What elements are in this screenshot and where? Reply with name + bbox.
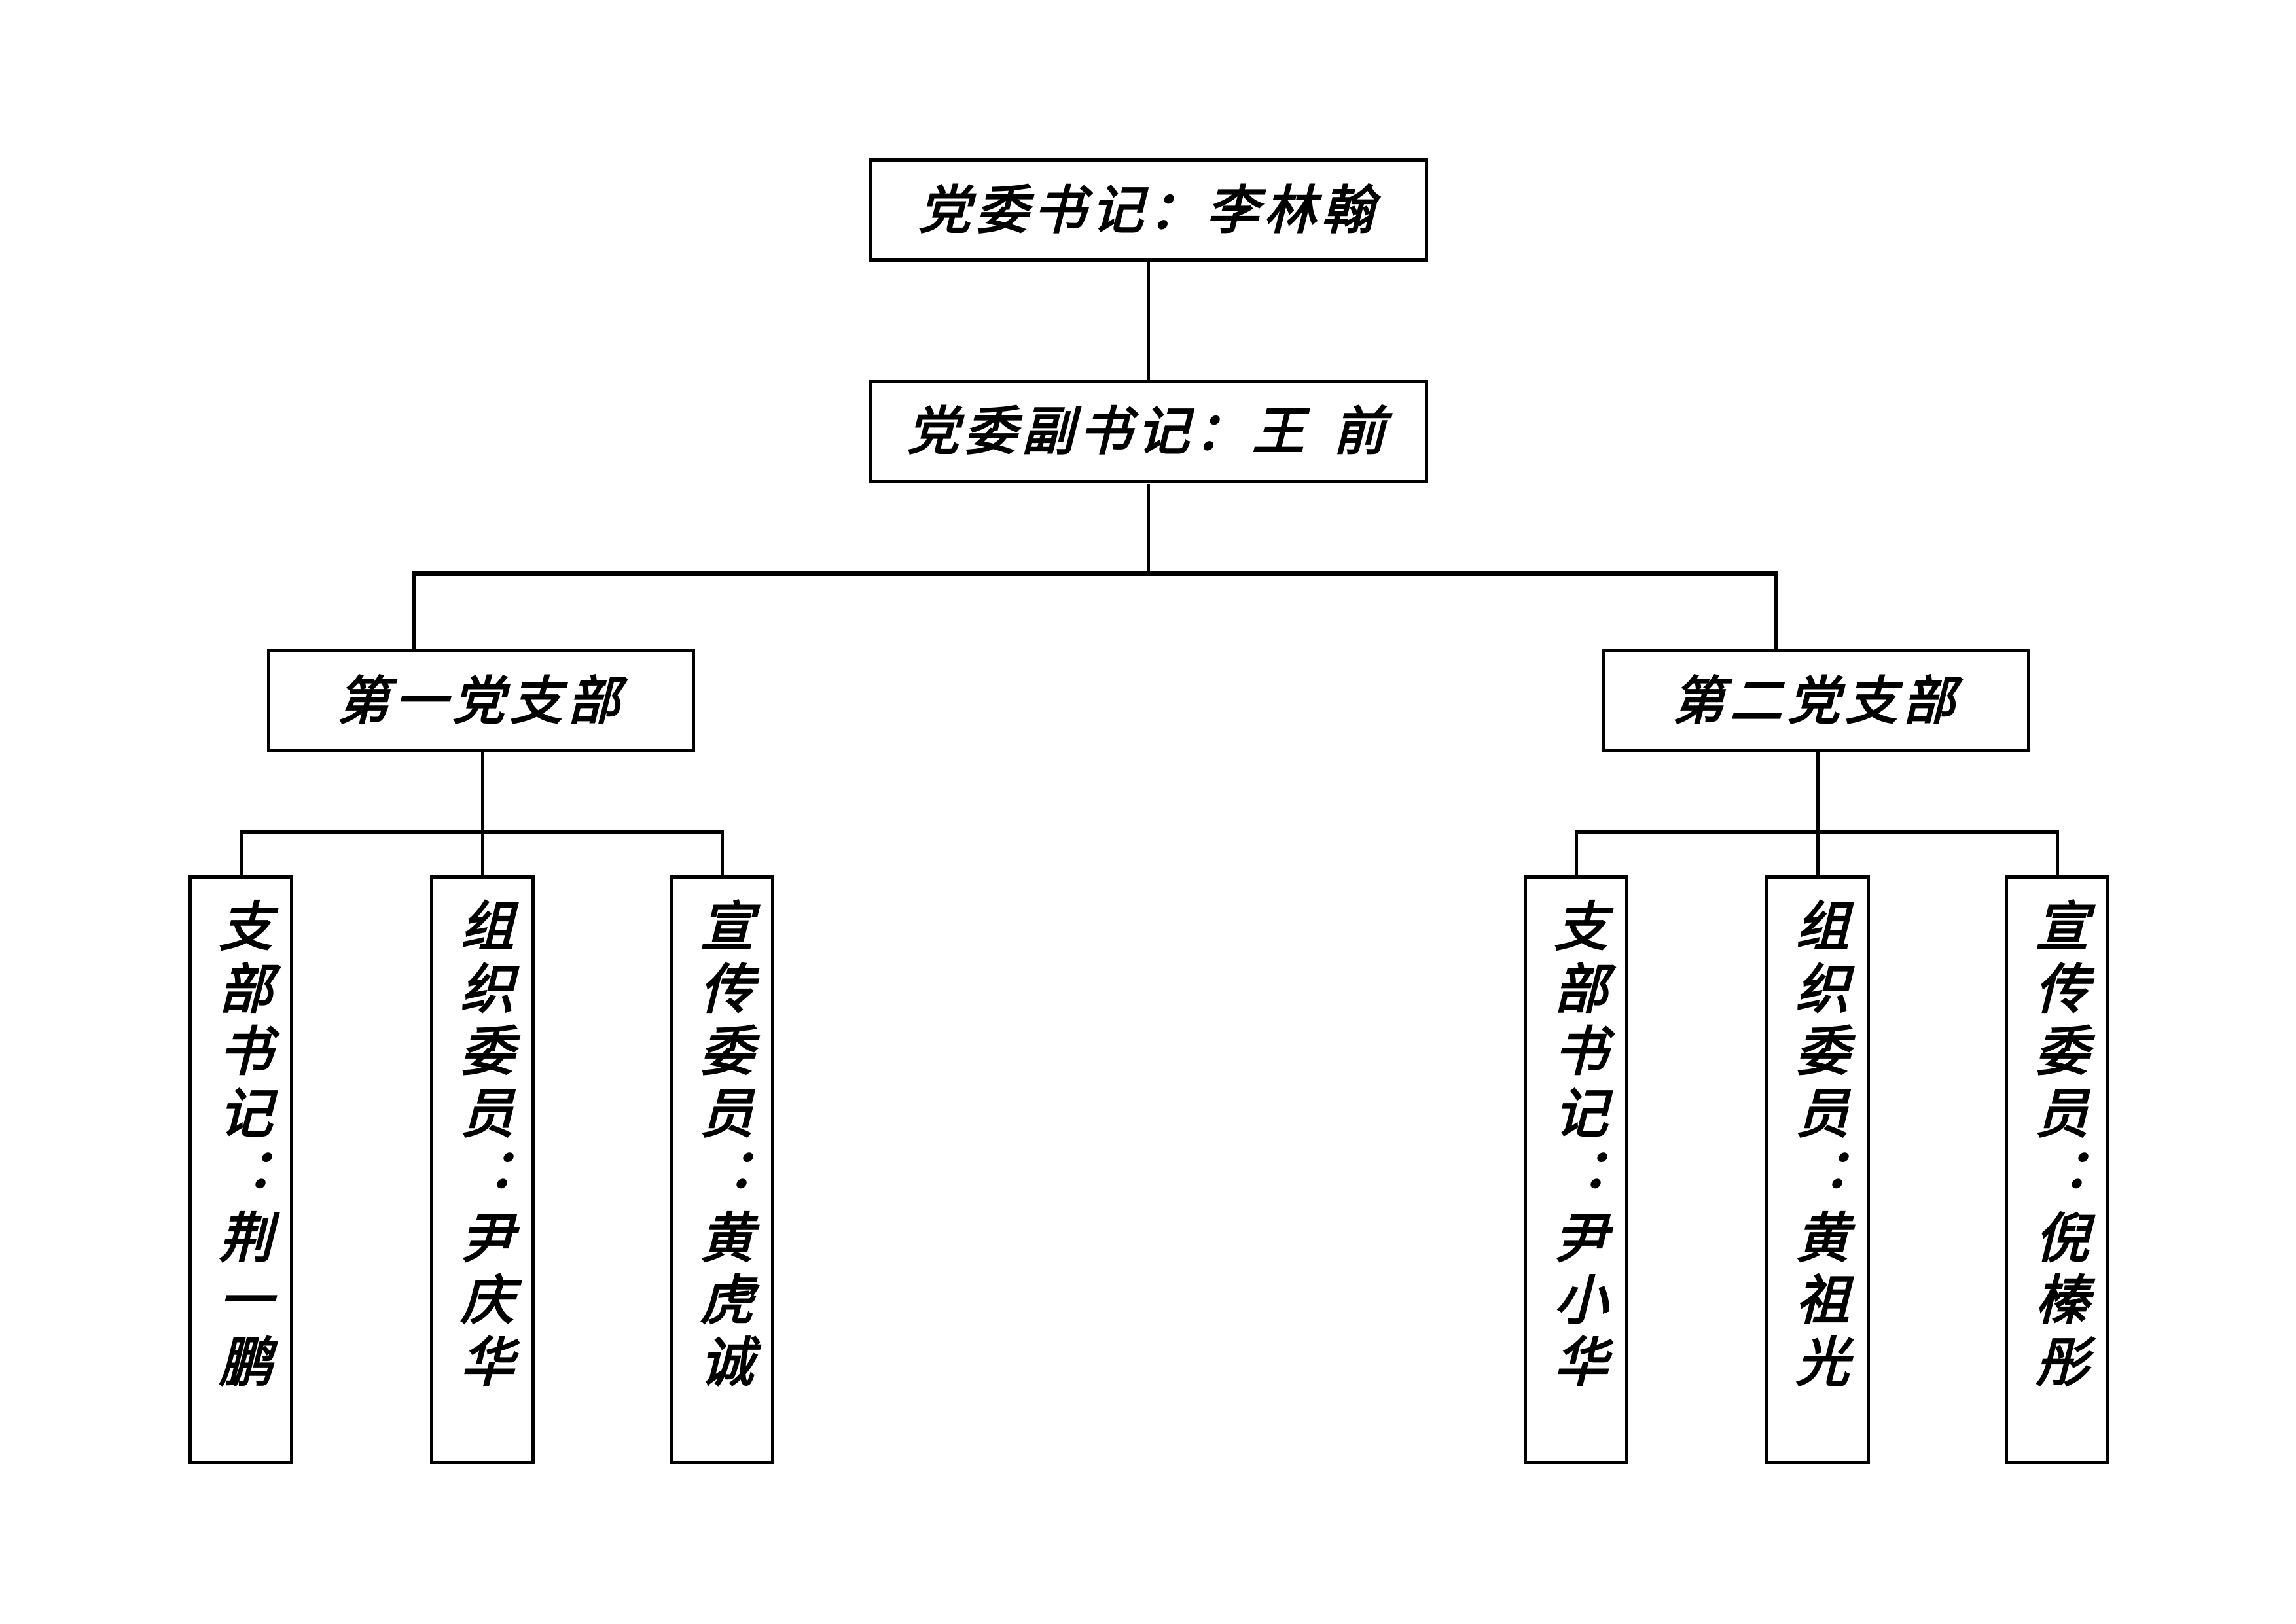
connector-branch-1-stem: [481, 752, 484, 831]
node-branch-2-member-3[interactable]: 宣传委员：倪榛彤: [2005, 875, 2109, 1464]
node-branch-2-header[interactable]: 第二党支部: [1602, 649, 2030, 752]
node-deputy-secretary-label: 党委副书记：王 前: [906, 400, 1391, 462]
node-deputy-secretary[interactable]: 党委副书记：王 前: [869, 380, 1428, 483]
connector-branch-1-to-member-3: [721, 830, 724, 877]
node-party-secretary-label: 党委书记：李林翰: [918, 179, 1379, 241]
connector-secretary-to-deputy: [1147, 262, 1150, 380]
connector-branch-2-to-member-3: [2056, 830, 2059, 877]
node-branch-2-member-3-label: 宣传委员：倪榛彤: [2026, 898, 2089, 1396]
node-branch-1-member-3-label: 宣传委员：黄虎诚: [691, 898, 753, 1396]
node-branch-1-member-1[interactable]: 支部书记：荆一鹏: [188, 875, 293, 1464]
connector-branch-bus: [412, 571, 1778, 576]
connector-branch-1-to-member-1: [240, 830, 243, 877]
node-branch-1-member-3[interactable]: 宣传委员：黄虎诚: [670, 875, 774, 1464]
connector-branch-1-to-member-2: [481, 830, 484, 877]
node-branch-1-member-2-label: 组织委员：尹庆华: [451, 898, 514, 1396]
connector-bus-to-branch-1: [412, 571, 416, 651]
node-branch-2-member-1[interactable]: 支部书记：尹小华: [1524, 875, 1628, 1464]
connector-branch-2-to-member-1: [1575, 830, 1578, 877]
node-branch-1-header[interactable]: 第一党支部: [267, 649, 695, 752]
connector-deputy-stem: [1147, 484, 1150, 574]
node-branch-2-member-2[interactable]: 组织委员：黄祖光: [1765, 875, 1870, 1464]
node-branch-2-header-label: 第二党支部: [1672, 670, 1960, 732]
node-branch-1-header-label: 第一党支部: [337, 670, 625, 732]
node-branch-1-member-1-label: 支部书记：荆一鹏: [209, 898, 272, 1396]
node-branch-2-member-2-label: 组织委员：黄祖光: [1786, 898, 1849, 1396]
connector-bus-to-branch-2: [1774, 571, 1778, 651]
node-party-secretary[interactable]: 党委书记：李林翰: [869, 158, 1428, 262]
node-branch-2-member-1-label: 支部书记：尹小华: [1545, 898, 1607, 1396]
connector-branch-2-stem: [1816, 752, 1820, 831]
connector-branch-2-to-member-2: [1816, 830, 1820, 877]
node-branch-1-member-2[interactable]: 组织委员：尹庆华: [430, 875, 535, 1464]
